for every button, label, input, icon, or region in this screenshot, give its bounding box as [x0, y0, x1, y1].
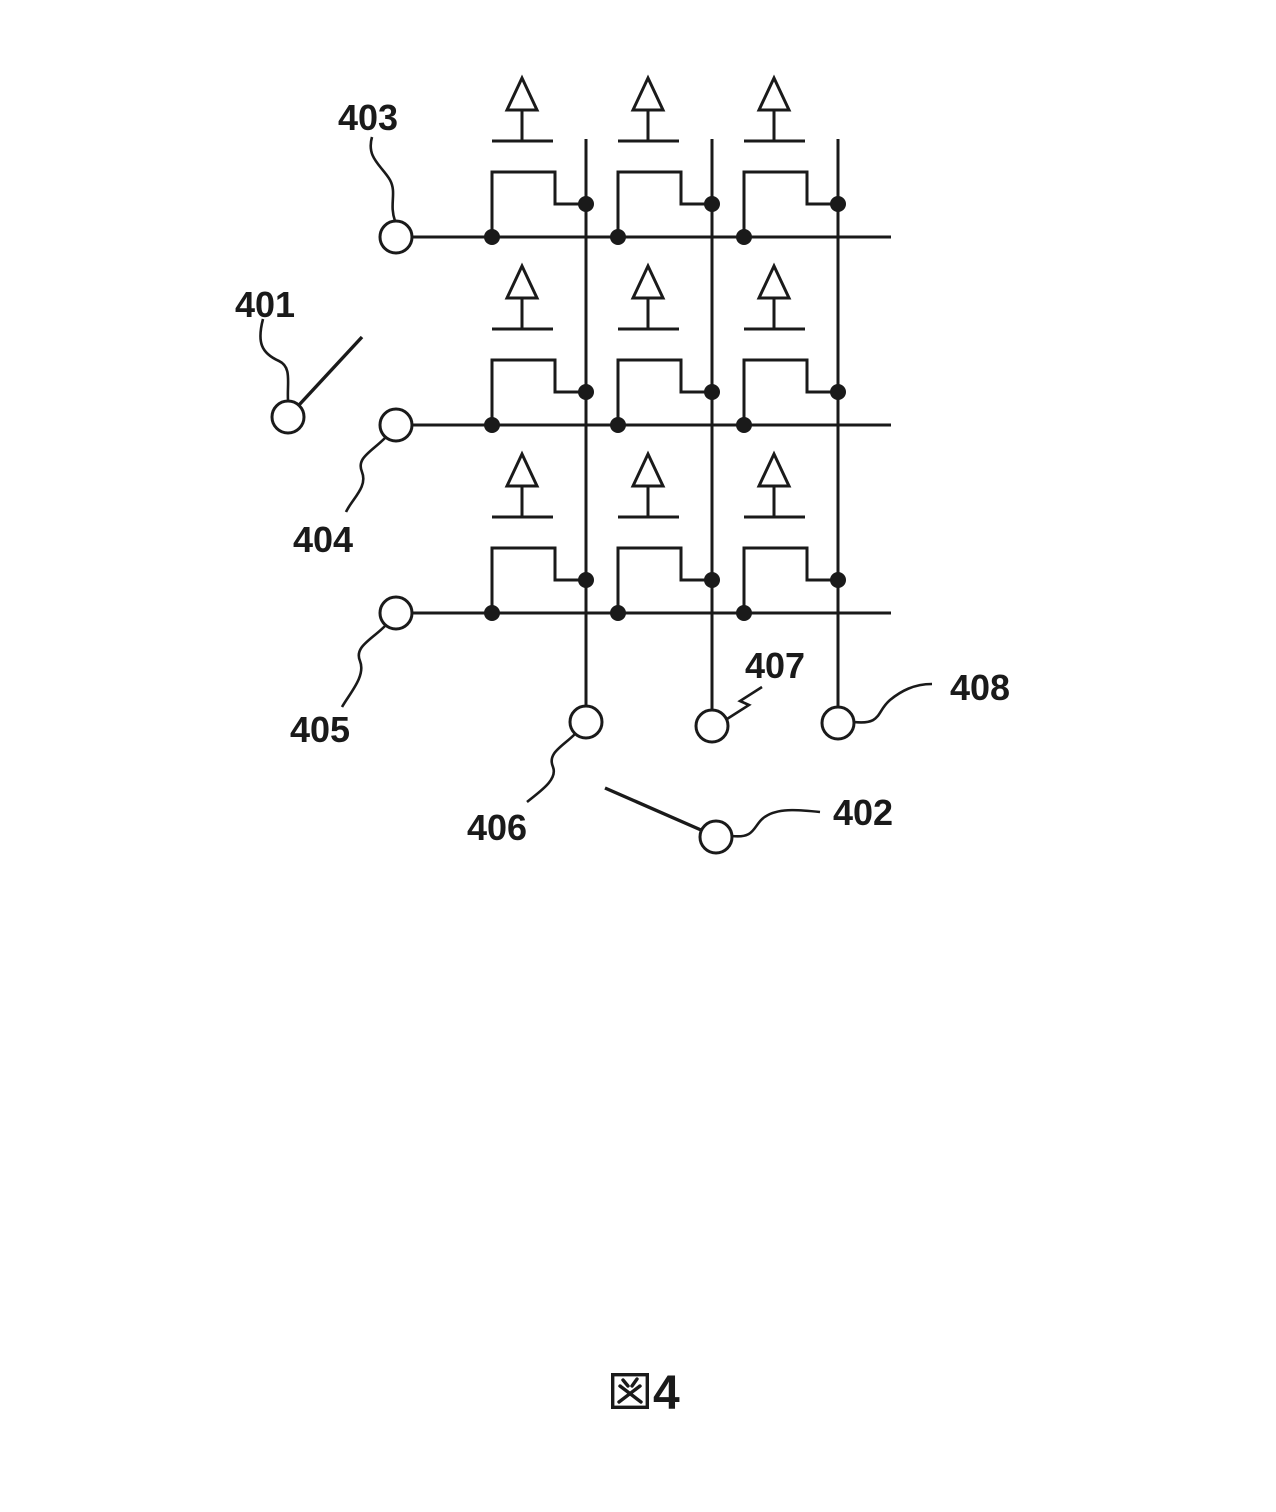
row-terminal-405-circle	[378, 595, 414, 631]
kanji-zu-tick-right	[630, 1377, 639, 1388]
kanji-zu-glyph	[611, 1373, 649, 1409]
label-402: 402	[833, 792, 893, 833]
label-404: 404	[293, 519, 353, 560]
label-406: 406	[467, 807, 527, 848]
column-terminal-408-circle	[820, 705, 856, 741]
pixel-cell-r1c3	[734, 76, 848, 247]
label-407: 407	[745, 645, 805, 686]
pixel-cell-r3c3	[734, 452, 848, 623]
schematic-ink-layer: 401 402 403 404 405 406 407 408 4	[235, 76, 1010, 1420]
pixel-cell-r2c1	[482, 264, 596, 435]
pointer-line-401	[297, 335, 364, 407]
annotation-401-circle	[270, 399, 306, 435]
column-terminal-406-circle	[568, 704, 604, 740]
leader-408	[853, 682, 933, 724]
annotation-402-circle	[698, 819, 734, 855]
leader-405	[340, 625, 386, 708]
label-401: 401	[235, 284, 295, 325]
row-terminal-403-circle	[378, 219, 414, 255]
label-403: 403	[338, 97, 398, 138]
caption-number: 4	[653, 1367, 680, 1420]
leader-401	[259, 318, 290, 401]
leader-407	[726, 685, 763, 721]
pixel-cell-r2c2	[608, 264, 722, 435]
pixel-cell-r1c2	[608, 76, 722, 247]
kanji-zu-box	[611, 1373, 649, 1409]
figure-caption: 4	[611, 1367, 680, 1420]
label-405: 405	[290, 709, 350, 750]
pixel-cell-r1c1	[482, 76, 596, 247]
kanji-zu-tick-left	[621, 1378, 630, 1388]
pixel-cell-r2c3	[734, 264, 848, 435]
leader-402	[731, 808, 821, 838]
pixel-cell-r3c2	[608, 452, 722, 623]
leader-404	[344, 437, 386, 513]
label-408: 408	[950, 667, 1010, 708]
leader-406	[526, 733, 576, 803]
pixel-cell-r3c1	[482, 452, 596, 623]
kanji-zu-diagonal-2	[617, 1384, 642, 1404]
row-terminal-404-circle	[378, 407, 414, 443]
pointer-line-402	[604, 786, 702, 832]
leader-403	[369, 136, 397, 222]
column-terminal-407-circle	[694, 708, 730, 744]
